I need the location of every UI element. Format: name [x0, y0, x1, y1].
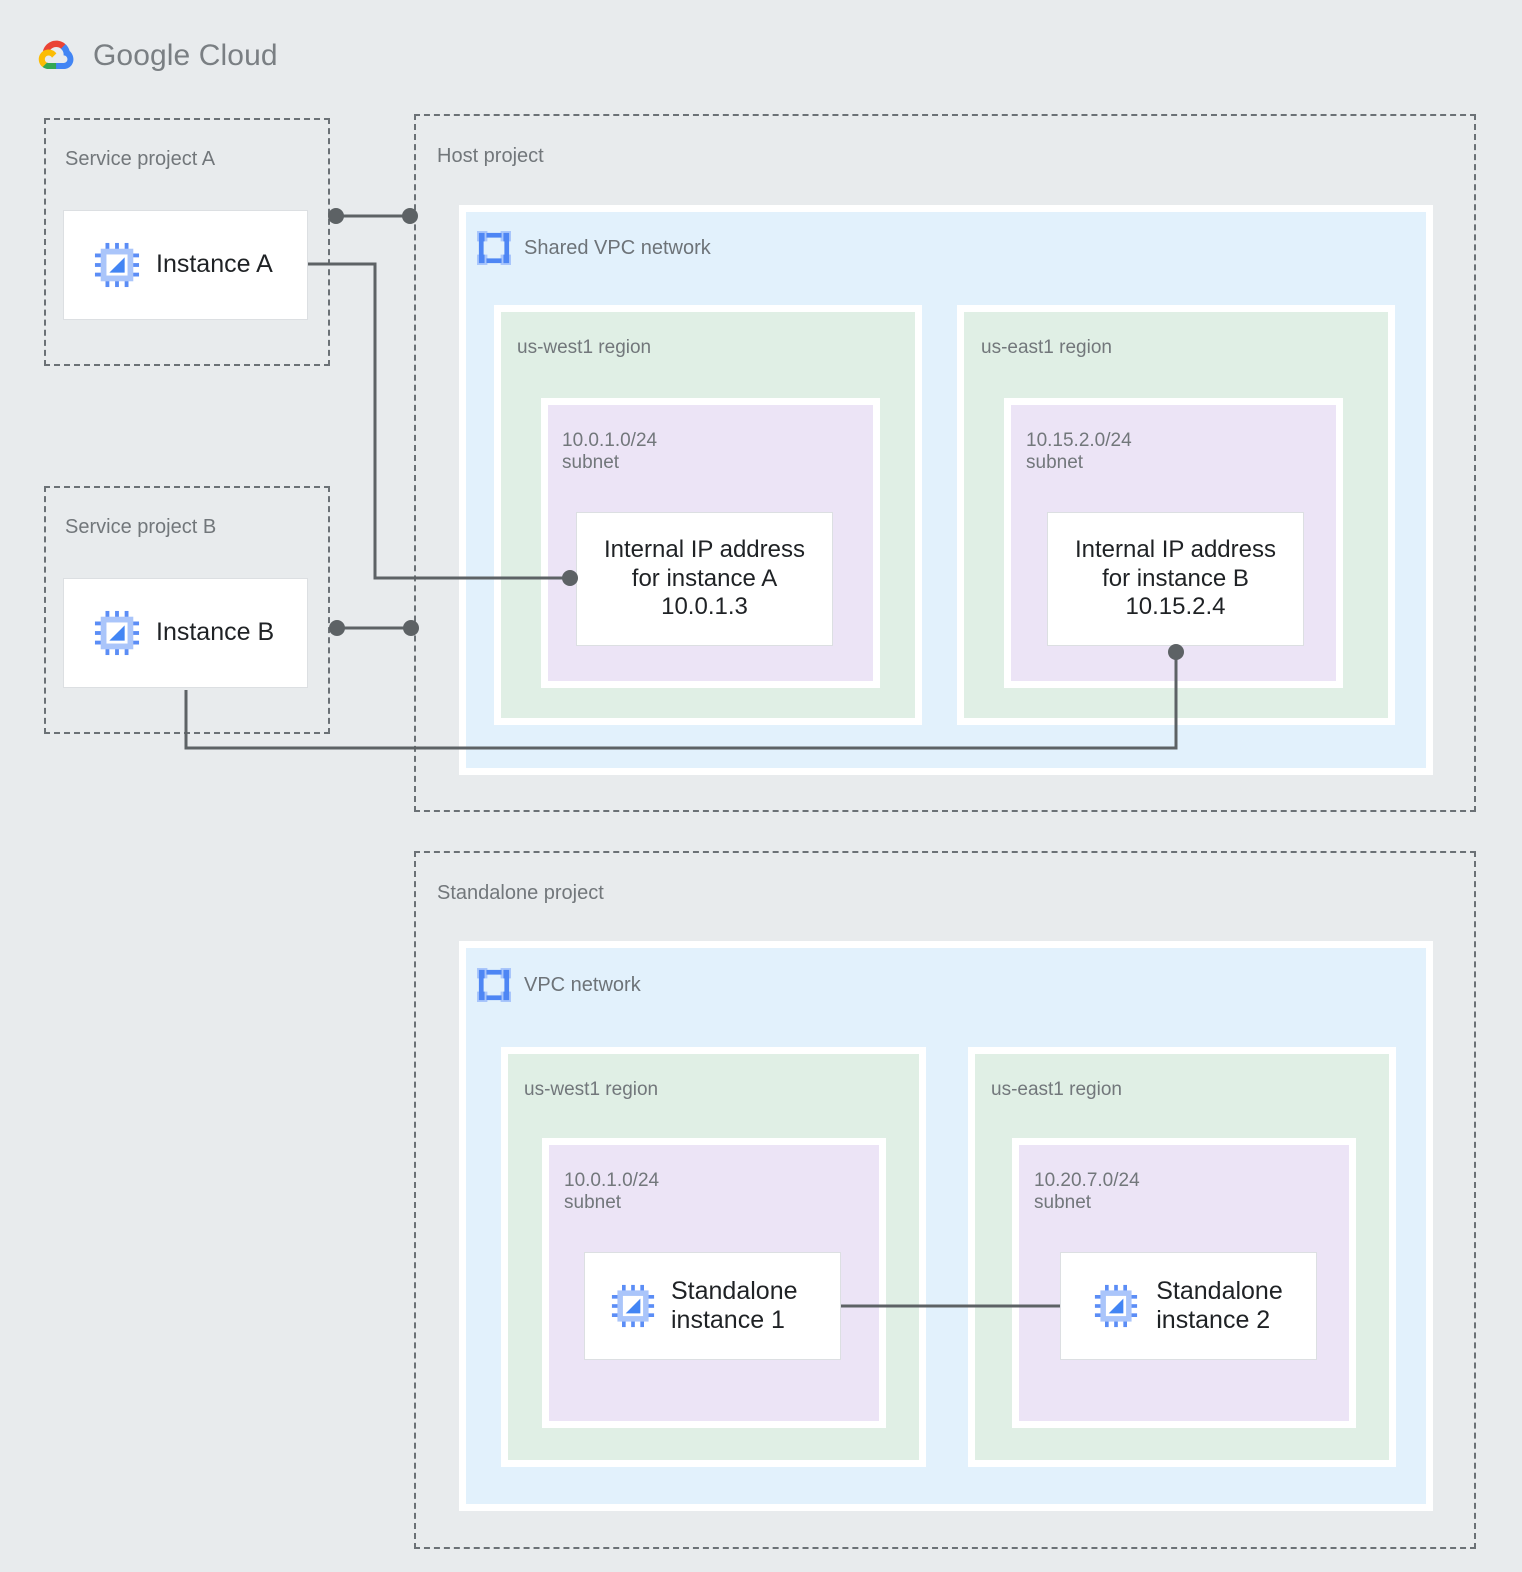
vpc-network-title: VPC network [524, 973, 641, 996]
brand-name-google: Google [93, 39, 191, 72]
compute-instance-icon [611, 1284, 655, 1328]
standalone-project-container [414, 851, 1476, 1549]
standalone-region-us-west1-label: us-west1 region [524, 1079, 659, 1100]
vpc-network-icon [477, 231, 511, 265]
standalone-2-line1: Standalone [1156, 1276, 1283, 1305]
host-region-us-west1-label: us-west1 region [517, 337, 652, 358]
ip-a-line2: for instance A [631, 564, 778, 592]
standalone-2-line2: instance 2 [1156, 1306, 1271, 1334]
standalone-region-us-east1-label: us-east1 region [991, 1079, 1122, 1100]
instance-b-card[interactable]: Instance B [63, 578, 308, 688]
standalone-project-label: Standalone project [437, 882, 604, 904]
compute-instance-icon [1095, 1284, 1138, 1328]
host-subnet-kind-west: subnet [562, 452, 620, 474]
host-subnet-cidr-east: 10.15.2.0/24 [1026, 430, 1132, 451]
ip-b-line3: 10.15.2.4 [1125, 593, 1226, 621]
instance-a-card[interactable]: Instance A [63, 210, 308, 320]
vpc-network-header: VPC network [477, 968, 641, 1002]
host-subnet-kind-east: subnet [1026, 452, 1084, 474]
shared-vpc-network-title: Shared VPC network [524, 236, 711, 259]
standalone-subnet-kind-west: subnet [564, 1192, 622, 1214]
compute-instance-icon [94, 242, 140, 288]
shared-vpc-network-header: Shared VPC network [477, 231, 711, 265]
brand-name-cloud: Cloud [198, 39, 278, 72]
instance-a-label: Instance A [156, 250, 273, 279]
standalone-subnet-cidr-east: 10.20.7.0/24 [1034, 1170, 1140, 1191]
brand-name: Google Cloud [93, 39, 278, 73]
service-project-a-container [44, 118, 330, 366]
connector-dot [329, 620, 345, 636]
vpc-network-icon [477, 968, 511, 1002]
ip-a-line1: Internal IP address [603, 535, 805, 563]
google-cloud-brand: Google Cloud [33, 36, 278, 76]
compute-instance-icon [94, 610, 140, 656]
host-project-label: Host project [437, 145, 544, 167]
connector-dot [328, 208, 344, 224]
standalone-subnet-kind-east: subnet [1034, 1192, 1092, 1214]
service-project-a-label: Service project A [65, 148, 216, 170]
ip-b-line2: for instance B [1102, 564, 1249, 592]
service-project-b-label: Service project B [65, 516, 217, 538]
standalone-1-line2: instance 1 [671, 1306, 785, 1334]
ip-b-line1: Internal IP address [1074, 535, 1276, 563]
host-subnet-cidr-west: 10.0.1.0/24 [562, 430, 658, 451]
google-cloud-logo-icon [38, 40, 74, 70]
host-region-us-east1-label: us-east1 region [981, 337, 1112, 358]
instance-b-label: Instance B [156, 618, 275, 647]
ip-a-line3: 10.0.1.3 [661, 593, 748, 621]
standalone-subnet-cidr-west: 10.0.1.0/24 [564, 1170, 660, 1191]
standalone-1-line1: Standalone [671, 1276, 798, 1305]
